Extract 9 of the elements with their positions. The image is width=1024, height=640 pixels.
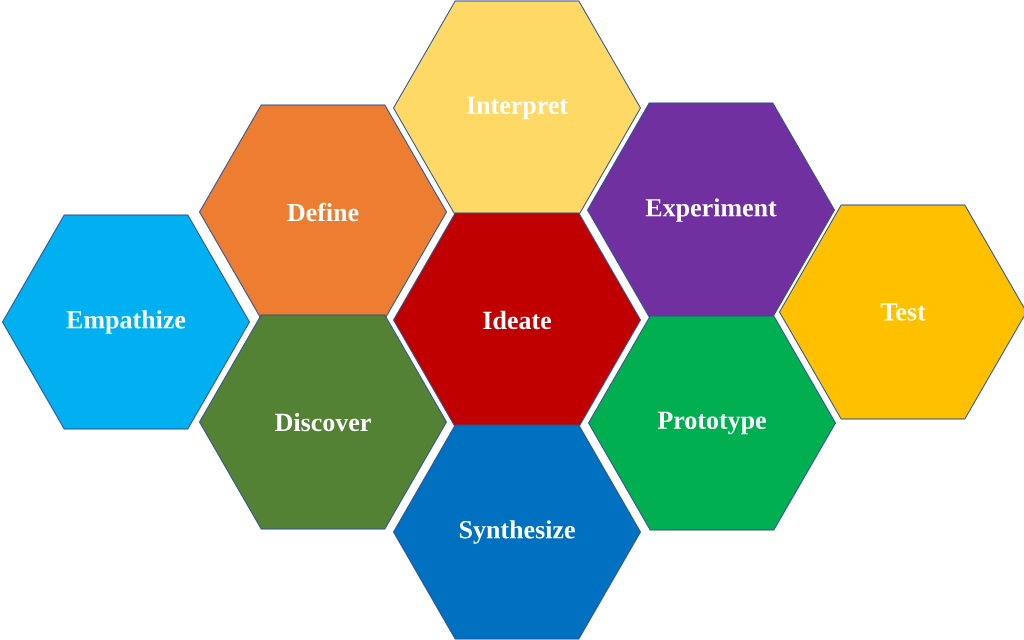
- hexagon: Test: [779, 204, 1024, 420]
- hexagon: Experiment: [587, 102, 835, 318]
- hexagon: Interpret: [393, 0, 641, 216]
- hexagon: Synthesize: [393, 424, 641, 640]
- hexagon: Empathize: [2, 214, 250, 430]
- hexagon: Discover: [199, 314, 447, 530]
- hexagon: Define: [199, 104, 447, 320]
- hexagon: Ideate: [393, 212, 641, 428]
- hexagon: Prototype: [588, 315, 836, 531]
